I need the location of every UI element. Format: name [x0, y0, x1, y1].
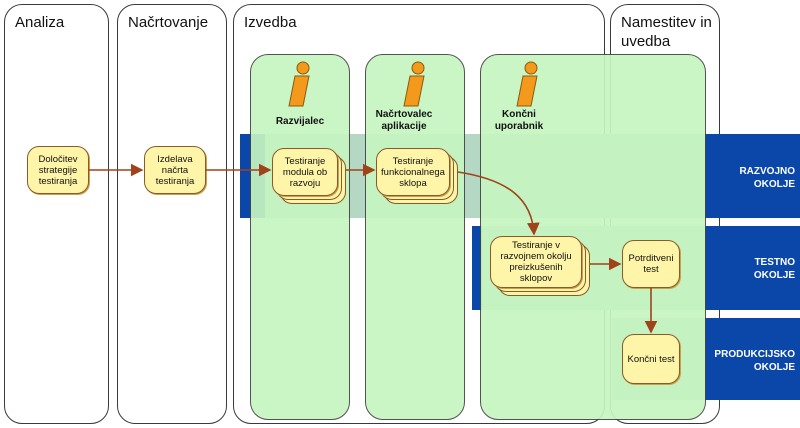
arrow-functional-testenv: [457, 171, 540, 236]
node-strategy: Določitev strategije testiranja: [27, 146, 89, 194]
role-column-razvijalec: [250, 54, 350, 420]
phase-title: Načrtovanje: [128, 14, 209, 31]
env-label-text: TESTNO OKOLJE: [753, 257, 795, 281]
role-icon-razvijalec: [288, 61, 310, 107]
env-label-text: RAZVOJNO OKOLJE: [739, 166, 795, 190]
phase-title: Izvedba: [244, 14, 297, 31]
role-label-koncni-uporabnik: Končni uporabnik: [494, 109, 544, 132]
node-plan: Izdelava načrta testiranja: [144, 146, 206, 194]
role-icon-koncni-uporabnik: [516, 61, 538, 107]
env-label-razvojno: RAZVOJNO OKOLJE: [715, 165, 795, 191]
phase-title: Analiza: [15, 14, 65, 31]
env-label-testno: TESTNO OKOLJE: [715, 256, 795, 282]
phase-title: Namestitev in uvedba: [621, 14, 712, 50]
role-icon-nacrtovalec: [403, 61, 425, 107]
node-functional: Testiranje funkcionalnega sklopa: [376, 148, 450, 196]
node-testenv: Testiranje v razvojnem okolju preizkušen…: [490, 236, 582, 288]
node-confirm: Potrditveni test: [622, 240, 680, 288]
env-label-text: PRODUKCIJSKO OKOLJE: [714, 349, 795, 373]
role-label-razvijalec: Razvijalec: [275, 116, 325, 127]
role-column-nacrtovalec: [365, 54, 465, 420]
phase-nacrtovanje: Načrtovanje: [117, 4, 227, 424]
node-module: Testiranje modula ob razvoju: [272, 148, 338, 196]
role-label-nacrtovalec: Načrtovalec aplikacije: [375, 109, 433, 132]
node-final: Končni test: [622, 334, 680, 384]
phase-analiza: Analiza: [4, 4, 109, 424]
env-label-produkcijsko: PRODUKCIJSKO OKOLJE: [710, 348, 795, 374]
